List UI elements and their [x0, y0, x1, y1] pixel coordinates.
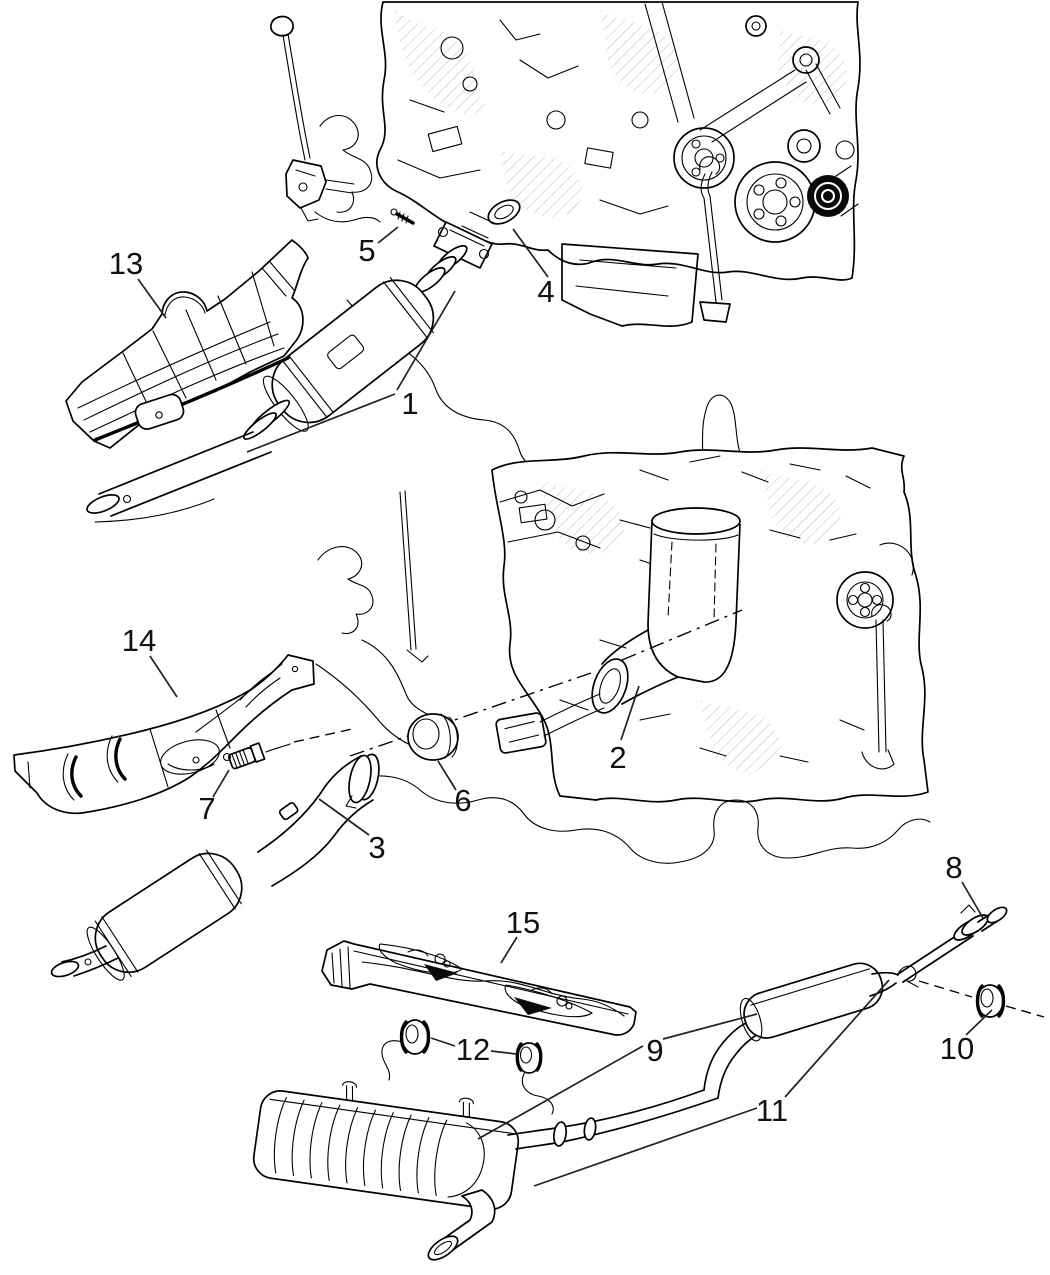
callout-7: 7 — [198, 769, 230, 826]
assembly-axis — [349, 609, 743, 757]
callout-2: 2 — [609, 685, 640, 775]
callout-6-label: 6 — [454, 783, 471, 818]
pipe-end-clamp-8 — [953, 904, 1008, 941]
isolator-10 — [918, 980, 1045, 1018]
catalytic-converter — [495, 507, 741, 754]
engine-assembly-top — [376, 1, 861, 327]
callout-1: 1 — [246, 290, 456, 453]
antenna-rod — [399, 490, 429, 663]
callout-3: 3 — [318, 798, 386, 865]
callout-15: 15 — [500, 905, 540, 964]
callout-14: 14 — [122, 623, 178, 698]
stud-bolt — [390, 208, 415, 225]
callout-6: 6 — [437, 760, 472, 818]
callout-11: 11 — [533, 979, 890, 1187]
body-silhouette-center — [351, 775, 931, 864]
callout-5-label: 5 — [358, 233, 375, 268]
callout-8-label: 8 — [945, 850, 962, 885]
isolator-12a — [381, 1019, 431, 1081]
heat-shield-13 — [65, 239, 309, 449]
manifold-gasket — [487, 199, 521, 225]
callout-12: 12 — [430, 1032, 517, 1067]
callout-10: 10 — [940, 1009, 993, 1066]
callout-14-label: 14 — [122, 623, 156, 658]
callout-11-label: 11 — [756, 1093, 788, 1128]
center-exhaust-view — [13, 447, 931, 981]
resonator-pipe — [507, 927, 974, 1150]
front-pipe-catalytic-converter — [86, 199, 521, 523]
callouts: 1 2 3 4 5 6 7 8 — [109, 226, 993, 1187]
rear-exhaust-view — [252, 904, 1045, 1261]
callout-8: 8 — [945, 850, 984, 919]
heat-shield-15 — [321, 940, 637, 1036]
isolator-12b — [515, 1042, 554, 1115]
muffler — [252, 1081, 520, 1261]
callout-7-label: 7 — [198, 791, 215, 826]
callout-13-label: 13 — [109, 246, 143, 281]
oxygen-sensor — [222, 728, 353, 770]
callout-15-label: 15 — [506, 905, 540, 940]
front-exhaust-view — [65, 1, 861, 523]
callout-13: 13 — [109, 246, 167, 319]
callout-4: 4 — [512, 228, 555, 309]
callout-10-label: 10 — [940, 1031, 974, 1066]
callout-9: 9 — [477, 1013, 758, 1140]
callout-5: 5 — [358, 226, 399, 268]
callout-1-label: 1 — [401, 386, 418, 421]
callout-2-label: 2 — [609, 740, 626, 775]
exhaust-pipe-3 — [50, 753, 380, 981]
body-silhouette-left — [317, 546, 374, 635]
callout-3-label: 3 — [368, 830, 385, 865]
heat-shield-14 — [13, 654, 315, 815]
callout-4-label: 4 — [537, 274, 554, 309]
callout-12-label: 12 — [456, 1032, 490, 1067]
isolator-6 — [407, 713, 459, 761]
hanger-rod — [269, 15, 381, 223]
callout-9-label: 9 — [646, 1033, 663, 1068]
